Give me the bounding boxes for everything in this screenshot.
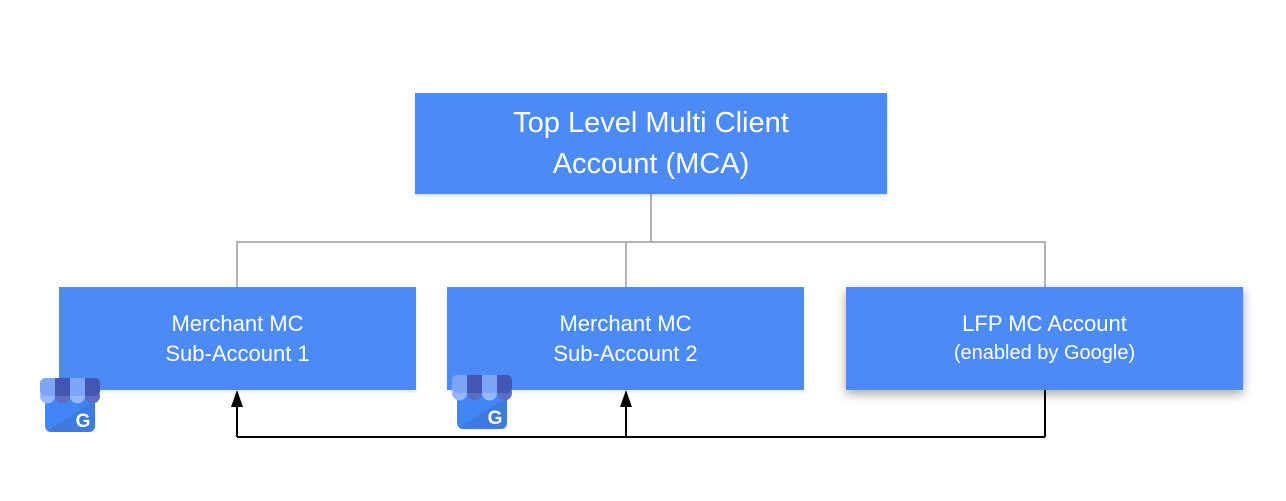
node-lfp-mc-account: LFP MC Account (enabled by Google) xyxy=(846,287,1243,390)
node-label-line1: Top Level Multi Client xyxy=(513,106,789,139)
node-label-line1: Merchant MC xyxy=(559,310,692,336)
gmb-g-letter: G xyxy=(76,411,91,432)
node-label-line1: Merchant MC xyxy=(171,310,304,336)
arrowhead-to-sub-account-2 xyxy=(620,390,632,407)
node-merchant-sub-account-2: Merchant MC Sub-Account 2 xyxy=(447,287,804,390)
node-label-line1: LFP MC Account xyxy=(962,311,1127,336)
storefront-body xyxy=(457,389,507,429)
awning-stripes xyxy=(40,378,100,396)
node-label-line2: (enabled by Google) xyxy=(953,342,1136,364)
storefront-fold xyxy=(45,400,95,432)
google-my-business-icon: G xyxy=(452,375,512,429)
gmb-g-letter: G xyxy=(488,408,503,429)
awning-stripes xyxy=(452,375,512,393)
node-label-line2: Sub-Account 2 xyxy=(553,340,698,366)
node-top-level-mca: Top Level Multi Client Account (MCA) xyxy=(415,93,887,194)
storefront-body xyxy=(45,392,95,432)
arrow-connector xyxy=(236,390,1046,438)
node-label-line2: Sub-Account 1 xyxy=(165,340,310,366)
google-my-business-icon: G xyxy=(40,378,100,432)
tree-connector xyxy=(236,194,1046,287)
node-label-line2: Account (MCA) xyxy=(552,147,750,180)
arrowhead-to-sub-account-1 xyxy=(231,390,243,407)
storefront-fold xyxy=(457,397,507,429)
node-merchant-sub-account-1: Merchant MC Sub-Account 1 xyxy=(59,287,416,390)
